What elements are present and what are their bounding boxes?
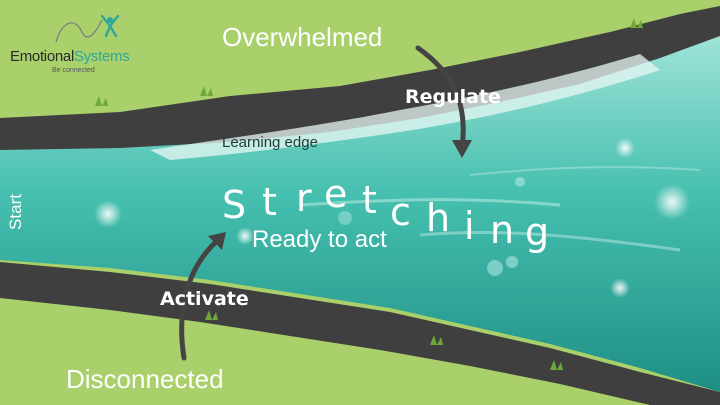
wave-1 bbox=[299, 198, 561, 207]
logo-name: EmotionalSystems bbox=[10, 48, 130, 65]
emotional-systems-logo: EmotionalSystems Be connected bbox=[8, 12, 138, 74]
bottom-rock-bank-stone bbox=[0, 262, 720, 405]
stretching-letter: h bbox=[426, 196, 451, 240]
grass-tuft bbox=[430, 335, 443, 345]
white-water bbox=[150, 54, 660, 160]
grass-tuft bbox=[630, 18, 643, 28]
stretching-letter: n bbox=[490, 208, 515, 252]
activate-label: Activate bbox=[160, 288, 249, 310]
stretching-letter: i bbox=[464, 204, 475, 248]
sparkle bbox=[615, 138, 635, 158]
grass-tuft bbox=[550, 360, 563, 370]
sparkle bbox=[654, 184, 690, 220]
logo-name-part1: Emotional bbox=[10, 48, 75, 65]
stretching-letter: r bbox=[296, 176, 312, 220]
logo-name-part2: Systems bbox=[74, 48, 130, 65]
wave-3 bbox=[469, 166, 701, 176]
activate-arrow bbox=[179, 237, 221, 361]
sparkle bbox=[610, 278, 630, 298]
regulate-arrow-head bbox=[452, 140, 472, 158]
stretching-letter: e bbox=[324, 172, 348, 216]
grass-tuft bbox=[95, 96, 108, 106]
start-label: Start bbox=[5, 194, 25, 230]
stretching-letter: S bbox=[222, 183, 247, 227]
grass-tuft bbox=[200, 86, 213, 96]
bubble bbox=[515, 177, 525, 187]
top-rock-bank bbox=[0, 6, 720, 152]
bubble bbox=[506, 256, 518, 268]
logo-tagline: Be connected bbox=[52, 67, 95, 74]
grass-tuft bbox=[205, 310, 218, 320]
stretching-letter: g bbox=[525, 210, 550, 254]
activate-arrow-head bbox=[208, 232, 226, 250]
stretching-letter: t bbox=[362, 178, 377, 222]
wave-2 bbox=[419, 230, 681, 252]
ready-to-act-label: Ready to act bbox=[252, 226, 387, 253]
regulate-label: Regulate bbox=[405, 86, 501, 108]
learning-edge-label: Learning edge bbox=[222, 134, 318, 151]
river bbox=[0, 36, 720, 392]
regulate-arrow bbox=[415, 45, 466, 151]
stretching-letter: t bbox=[262, 180, 277, 224]
overwhelmed-label: Overwhelmed bbox=[222, 22, 383, 52]
sparkle bbox=[236, 227, 254, 245]
disconnected-label: Disconnected bbox=[66, 364, 224, 394]
bubble bbox=[487, 260, 503, 276]
logo-figure-icon bbox=[55, 14, 120, 43]
bubble bbox=[338, 211, 352, 225]
sparkle bbox=[94, 200, 122, 228]
stretching-letter: c bbox=[390, 190, 411, 234]
